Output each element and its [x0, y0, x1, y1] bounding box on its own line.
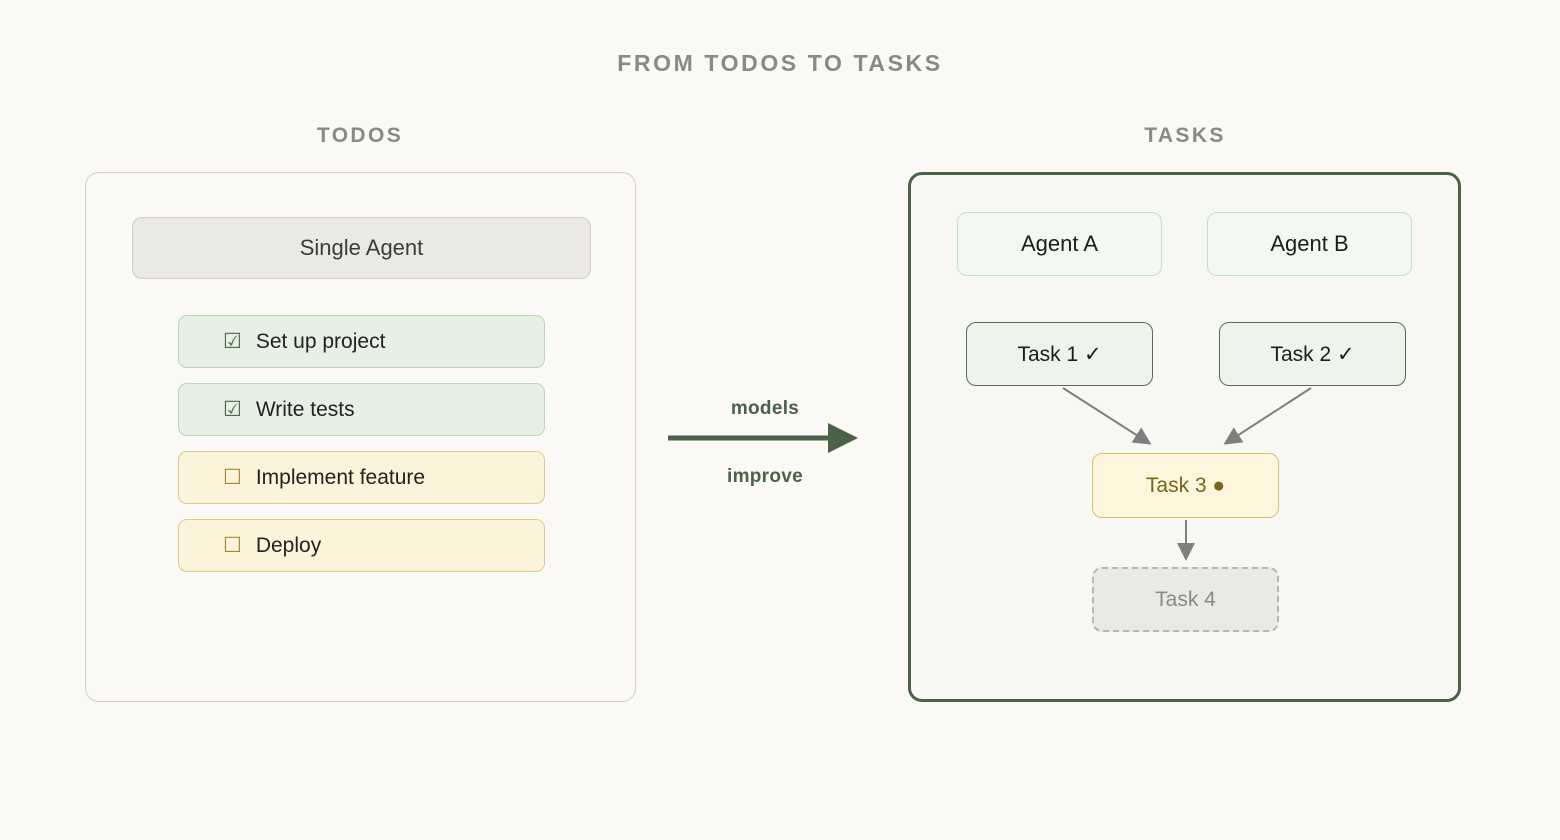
arrow-label-improve: improve: [726, 466, 803, 487]
todo-item-label: Write tests: [255, 397, 355, 421]
transition-arrow-group: models improve: [660, 390, 870, 490]
single-agent-label: Single Agent: [299, 235, 424, 260]
agent-chip-label: Agent B: [1270, 231, 1349, 256]
task-node-label: Task 3 ●: [1145, 473, 1226, 497]
todo-item[interactable]: ☑ Write tests: [178, 383, 545, 436]
agent-chip[interactable]: Agent B: [1207, 212, 1412, 276]
task-node-label: Task 2 ✓: [1270, 342, 1355, 366]
checkbox-unchecked-icon[interactable]: ☐: [223, 534, 242, 557]
single-agent-chip[interactable]: Single Agent: [132, 217, 591, 279]
flow-arrow-icon: [668, 423, 858, 453]
arrow-label-models: models: [730, 398, 800, 419]
todos-panel: Single Agent ☑ Set up project ☑ Write te…: [85, 172, 636, 702]
checkbox-unchecked-icon[interactable]: ☐: [223, 466, 242, 489]
checkbox-checked-icon[interactable]: ☑: [223, 330, 242, 353]
task-node[interactable]: Task 3 ●: [1092, 453, 1279, 518]
todo-item-label: Deploy: [255, 533, 322, 557]
page-title: FROM TODOS TO TASKS: [617, 50, 943, 76]
tasks-panel: Agent A Agent B Task 1 ✓ Task 2 ✓ Task 3…: [908, 172, 1461, 702]
todo-item-label: Set up project: [255, 329, 386, 353]
todo-item[interactable]: ☐ Implement feature: [178, 451, 545, 504]
task-node[interactable]: Task 4: [1092, 567, 1279, 632]
task-node-label: Task 4: [1155, 587, 1216, 611]
task-node-label: Task 1 ✓: [1017, 342, 1102, 366]
task-node[interactable]: Task 1 ✓: [966, 322, 1153, 386]
task-node[interactable]: Task 2 ✓: [1219, 322, 1406, 386]
agent-chip[interactable]: Agent A: [957, 212, 1162, 276]
todo-item[interactable]: ☐ Deploy: [178, 519, 545, 572]
todos-column-heading: TODOS: [316, 124, 404, 147]
tasks-column-heading: TASKS: [1144, 124, 1226, 147]
todo-item-label: Implement feature: [255, 465, 426, 489]
checkbox-checked-icon[interactable]: ☑: [223, 398, 242, 421]
todo-item[interactable]: ☑ Set up project: [178, 315, 545, 368]
agent-chip-label: Agent A: [1020, 231, 1099, 256]
